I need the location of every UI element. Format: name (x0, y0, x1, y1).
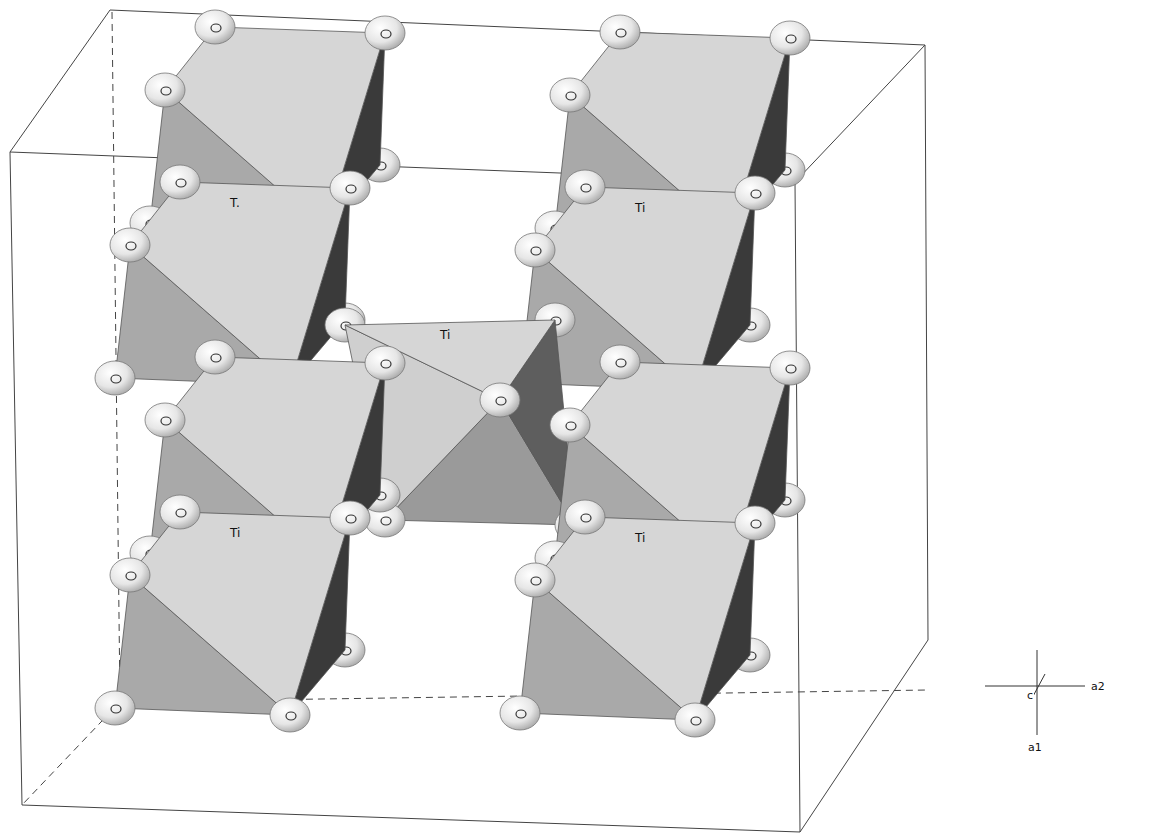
octahedron (500, 500, 775, 737)
oxygen-sphere (365, 346, 405, 380)
oxygen-sphere (95, 691, 135, 725)
oxygen-sphere (195, 340, 235, 374)
oxygen-sphere (600, 345, 640, 379)
sphere-highlight (581, 184, 591, 192)
sphere-highlight (616, 29, 626, 37)
octahedron (95, 495, 370, 732)
sphere-highlight (286, 712, 296, 720)
sphere-highlight (161, 87, 171, 95)
sphere-highlight (751, 190, 761, 198)
sphere-highlight (126, 242, 136, 250)
octahedron-face (130, 182, 350, 385)
oxygen-sphere (550, 78, 590, 112)
axis-label: a1 (1027, 741, 1043, 754)
sphere-highlight (566, 92, 576, 100)
axis-label: a2 (1090, 680, 1106, 693)
oxygen-sphere (270, 698, 310, 732)
ti-octahedron: Ti (90, 330, 420, 750)
right-face-edges (800, 45, 928, 832)
sphere-highlight (691, 717, 701, 725)
axis-line (985, 686, 1085, 687)
sphere-highlight (786, 35, 796, 43)
sphere-highlight (176, 179, 186, 187)
sphere-highlight (111, 375, 121, 383)
oxygen-sphere (515, 563, 555, 597)
axis-line (1037, 650, 1038, 735)
oxygen-sphere (145, 73, 185, 107)
sphere-highlight (346, 185, 356, 193)
oxygen-sphere (675, 703, 715, 737)
oxygen-sphere (95, 361, 135, 395)
oxygen-sphere (565, 500, 605, 534)
sphere-highlight (176, 509, 186, 517)
sphere-highlight (566, 422, 576, 430)
oxygen-sphere (515, 233, 555, 267)
oxygen-sphere (110, 228, 150, 262)
sphere-highlight (381, 517, 391, 525)
octahedron-outline (495, 335, 825, 755)
atom-label: Ti (633, 201, 647, 216)
octahedron-face (535, 517, 755, 720)
sphere-highlight (211, 24, 221, 32)
hidden-edges (22, 12, 928, 805)
oxygen-sphere (160, 495, 200, 529)
sphere-highlight (346, 515, 356, 523)
octahedron-outline (90, 330, 420, 750)
sphere-highlight (531, 247, 541, 255)
sphere-highlight (381, 30, 391, 38)
oxygen-sphere (735, 176, 775, 210)
sphere-highlight (211, 354, 221, 362)
sphere-highlight (496, 397, 506, 405)
sphere-highlight (786, 365, 796, 373)
atom-label: Ti (633, 531, 647, 546)
oxygen-sphere (330, 171, 370, 205)
sphere-highlight (616, 359, 626, 367)
atom-label: Ti (228, 526, 242, 541)
atom-label: T. (228, 196, 242, 211)
oxygen-sphere (600, 15, 640, 49)
oxygen-sphere (145, 403, 185, 437)
oxygen-sphere (565, 170, 605, 204)
oxygen-sphere (195, 10, 235, 44)
oxygen-sphere (770, 21, 810, 55)
oxygen-sphere (330, 501, 370, 535)
axis-symbol (985, 650, 1085, 735)
oxygen-sphere (160, 165, 200, 199)
octahedron-face (535, 187, 755, 390)
sphere-highlight (751, 520, 761, 528)
sphere-highlight (111, 705, 121, 713)
oxygen-sphere (500, 696, 540, 730)
sphere-highlight (516, 710, 526, 718)
oxygen-sphere (480, 383, 520, 417)
sphere-highlight (381, 360, 391, 368)
ti-octahedron: Ti (495, 335, 825, 755)
oxygen-sphere (365, 16, 405, 50)
oxygen-sphere (770, 351, 810, 385)
sphere-highlight (126, 572, 136, 580)
atom-label: Ti (438, 328, 452, 343)
sphere-highlight (161, 417, 171, 425)
sphere-highlight (531, 577, 541, 585)
axis-label: c (1026, 689, 1034, 702)
front-face (10, 152, 800, 832)
octahedron-face (130, 512, 350, 715)
sphere-highlight (581, 514, 591, 522)
oxygen-sphere (735, 506, 775, 540)
oxygen-sphere (550, 408, 590, 442)
oxygen-sphere (110, 558, 150, 592)
cell-edges (10, 10, 928, 832)
